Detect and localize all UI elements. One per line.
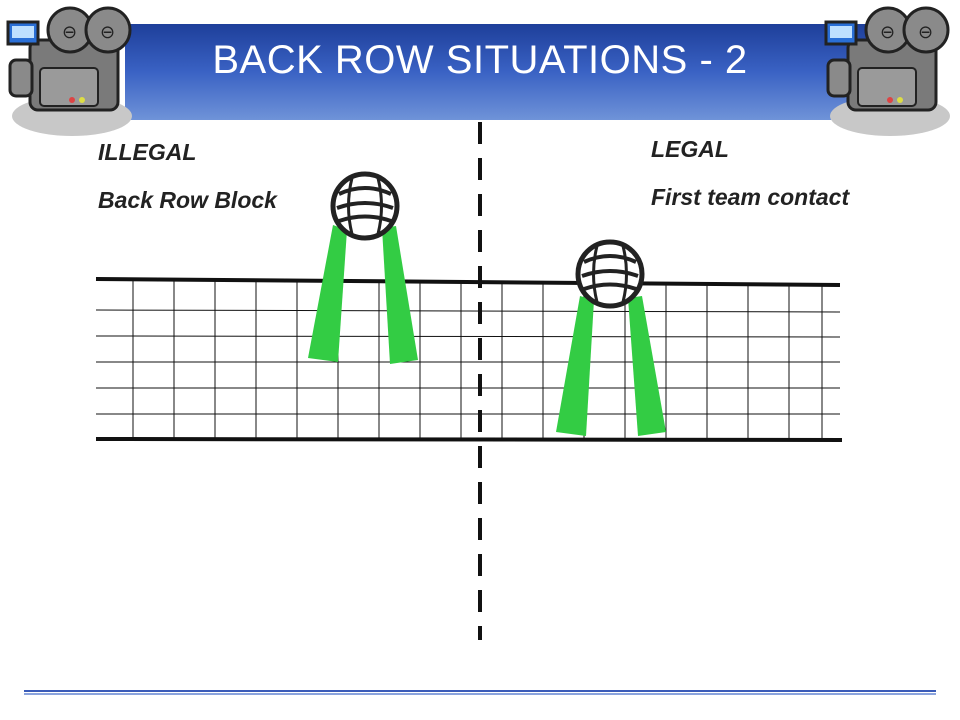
video-camera-icon: ⊖ ⊖ [824,6,950,136]
arm-legal-left [556,296,594,436]
svg-text:⊖: ⊖ [100,22,115,43]
arm-illegal-left [308,225,347,362]
title-banner [125,24,925,120]
arm-legal-right [628,296,666,436]
video-camera-icon: ⊖ ⊖ [6,6,132,136]
svg-text:⊖: ⊖ [880,22,895,43]
slide-title: BACK ROW SITUATIONS - 2 [212,38,748,82]
illegal-heading: ILLEGAL [98,139,197,165]
legal-caption: First team contact [651,184,850,210]
footer-rule [24,690,936,695]
legal-heading: LEGAL [651,136,729,162]
arm-illegal-right [382,226,418,364]
svg-text:⊖: ⊖ [918,22,933,43]
net [95,277,843,442]
illegal-caption: Back Row Block [98,187,277,213]
volleyball-icon [330,171,400,241]
svg-text:⊖: ⊖ [62,22,77,43]
volleyball-icon [575,239,645,309]
